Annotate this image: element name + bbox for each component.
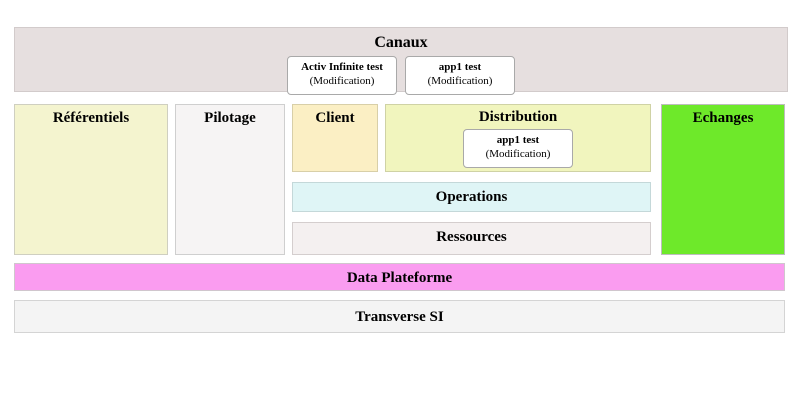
canaux-application-list: Activ Infinite test (Modification) app1 … [15,56,787,95]
block-pilotage-title: Pilotage [204,110,256,126]
block-operations-title: Operations [435,189,508,205]
block-data-plateforme-title: Data Plateforme [346,270,453,286]
block-distribution-title: Distribution [478,109,558,125]
application-card[interactable]: app1 test (Modification) [405,56,515,95]
block-data-plateforme[interactable]: Data Plateforme [14,263,785,291]
block-ressources[interactable]: Ressources [292,222,651,255]
block-referentiels-title: Référentiels [52,110,130,126]
block-transverse-si-title: Transverse SI [355,309,444,325]
application-name: app1 test [438,61,482,73]
application-card[interactable]: app1 test (Modification) [463,129,573,168]
application-state: (Modification) [309,74,375,87]
block-client[interactable]: Client [292,104,378,172]
block-echanges-title: Echanges [692,110,754,126]
application-state: (Modification) [485,147,551,160]
block-canaux-title: Canaux [374,34,428,51]
block-pilotage[interactable]: Pilotage [175,104,285,255]
application-name: Activ Infinite test [301,61,383,73]
block-echanges[interactable]: Echanges [661,104,785,255]
block-client-title: Client [315,110,355,126]
block-distribution[interactable]: Distribution app1 test (Modification) [385,104,651,172]
block-operations[interactable]: Operations [292,182,651,212]
application-card[interactable]: Activ Infinite test (Modification) [287,56,397,95]
application-state: (Modification) [427,74,493,87]
block-canaux[interactable]: Canaux Activ Infinite test (Modification… [14,27,788,95]
block-transverse-si[interactable]: Transverse SI [14,300,785,333]
application-name: app1 test [496,134,540,146]
block-ressources-title: Ressources [436,229,507,245]
block-referentiels[interactable]: Référentiels [14,104,168,255]
